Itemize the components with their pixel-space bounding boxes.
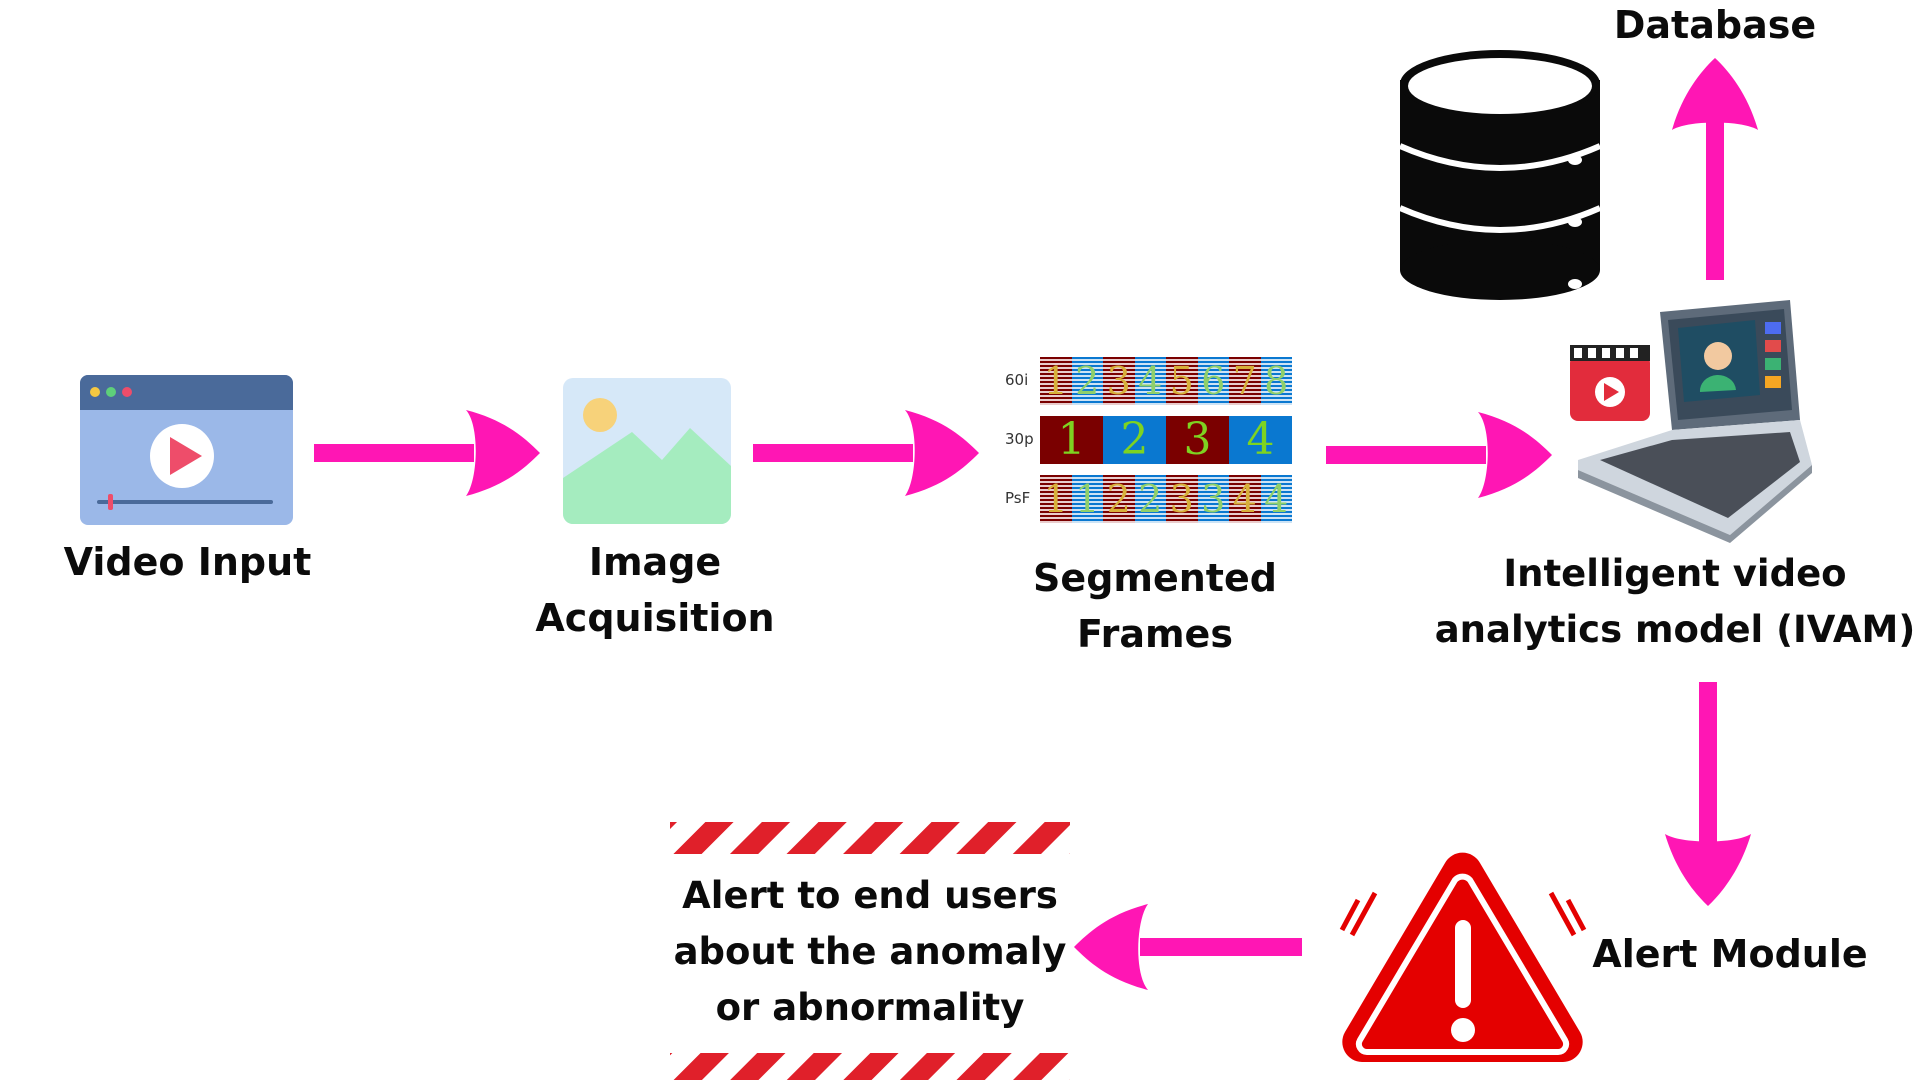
arrow-icon [753, 410, 979, 496]
frame-cell: 3 [1166, 475, 1198, 523]
label-alert-module: Alert Module [1592, 932, 1868, 976]
frame-cell: 3 [1197, 475, 1229, 523]
label-video-input: Video Input [63, 540, 312, 584]
arrow-icon [1074, 904, 1302, 990]
frame-cell: 2 [1103, 475, 1135, 523]
arrow-icon [1672, 58, 1758, 280]
label-line: Image [588, 540, 722, 584]
label-segmented-frames: Segmented Frames [1015, 550, 1295, 662]
label-line: Acquisition [535, 596, 775, 640]
frame-row-tag: 30p [1005, 430, 1034, 448]
warning-icon [1339, 852, 1587, 1062]
label-line: Segmented [1033, 556, 1277, 600]
arrow-icon [1665, 682, 1751, 906]
frame-cell: 3 [1166, 416, 1229, 464]
label-line: or abnormality [715, 986, 1025, 1029]
frame-cell: 1 [1040, 416, 1103, 464]
label-database: Database [1613, 3, 1817, 47]
frame-cell: 6 [1197, 357, 1229, 405]
frame-cell: 8 [1260, 357, 1292, 405]
frame-cell: 4 [1260, 475, 1292, 523]
frame-cell: 2 [1103, 416, 1166, 464]
laptop-analytics-icon [1570, 300, 1812, 543]
frame-cell: 7 [1229, 357, 1261, 405]
frame-cell: 4 [1229, 475, 1261, 523]
frame-row-tag: PsF [1005, 489, 1031, 507]
label-line: about the anomaly [673, 930, 1067, 973]
arrow-icon [1326, 412, 1552, 498]
frame-cell: 2 [1071, 357, 1103, 405]
label-image-acquisition: Image Acquisition [520, 534, 790, 646]
frame-cell: 3 [1103, 357, 1135, 405]
label-line: Alert to end users [682, 874, 1058, 917]
image-icon [563, 378, 731, 524]
frame-cell: 1 [1040, 475, 1072, 523]
frame-cell: 4 [1134, 357, 1166, 405]
caution-tape-icon [670, 1053, 1070, 1080]
frame-cell: 1 [1071, 475, 1103, 523]
caution-tape-icon [670, 822, 1070, 854]
frame-cell: 1 [1040, 357, 1072, 405]
video-player-icon [80, 375, 293, 525]
label-ivam: Intelligent video analytics model (IVAM) [1430, 546, 1920, 658]
label-line: Frames [1077, 612, 1233, 656]
label-alert-users: Alert to end users about the anomaly or … [650, 868, 1090, 1036]
label-line: Intelligent video [1503, 552, 1847, 595]
database-icon [1398, 50, 1602, 300]
frame-cell: 5 [1166, 357, 1198, 405]
frame-cell: 2 [1134, 475, 1166, 523]
arrow-icon [314, 410, 540, 496]
frame-cell: 4 [1229, 416, 1292, 464]
frame-row-tag: 60i [1005, 371, 1029, 389]
label-line: analytics model (IVAM) [1434, 608, 1916, 651]
